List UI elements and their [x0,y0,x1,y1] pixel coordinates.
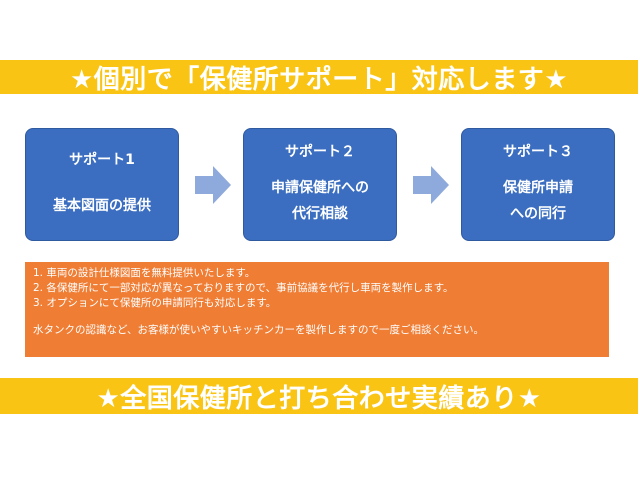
info-note: 水タンクの認識など、お客様が使いやすいキッチンカーを製作しますので一度ご相談くだ… [33,324,484,336]
info-box: 1. 車両の設計仕様図面を無料提供いたします。 2. 各保健所にて一部対応が異な… [25,262,609,357]
info-item: 3. オプションにて保健所の申請同行も対応します。 [33,297,277,309]
support-step-3: サポート３ 保健所申請 への同行 [461,128,615,241]
step-text-line: への同行 [510,206,566,222]
support-step-1: サポート1 基本図面の提供 [25,128,179,241]
step-title: サポート２ [285,144,355,160]
right-arrow-icon [413,166,449,204]
step-text-line: 申請保健所への [271,180,369,196]
step-text-line: 代行相談 [292,206,348,222]
info-item: 1. 車両の設計仕様図面を無料提供いたします。 [33,267,256,279]
step-text-line: 基本図面の提供 [53,198,151,214]
step-title: サポート３ [503,144,573,160]
right-arrow-icon [195,166,231,204]
top-banner: ★個別で「保健所サポート」対応します★ [0,60,638,95]
support-step-2: サポート２ 申請保健所への 代行相談 [243,128,397,241]
step-title: サポート1 [69,152,135,168]
step-text-line: 保健所申請 [503,180,573,196]
bottom-banner: ★全国保健所と打ち合わせ実績あり★ [0,378,638,414]
info-item: 2. 各保健所にて一部対応が異なっておりますので、事前協議を代行し車両を製作しま… [33,282,454,294]
info-spacer [33,311,601,323]
